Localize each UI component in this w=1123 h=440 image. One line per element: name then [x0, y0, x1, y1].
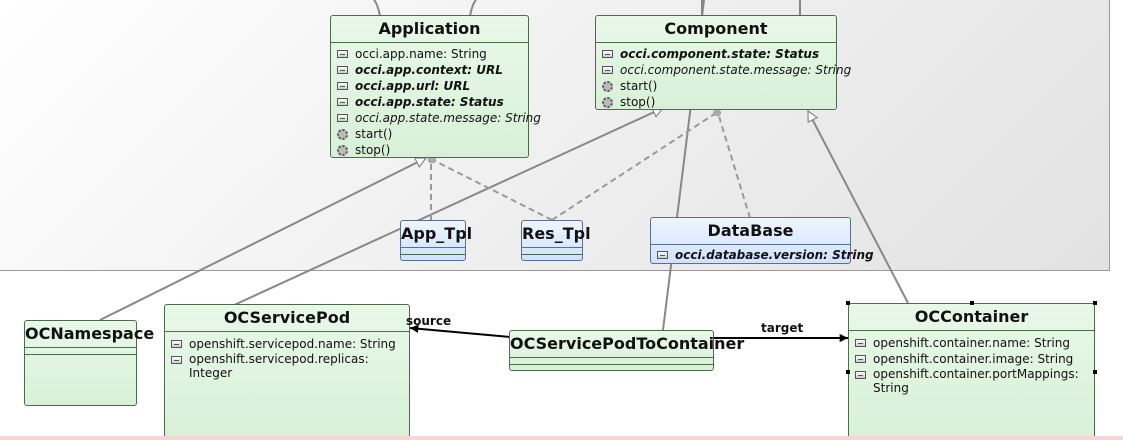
operation-row[interactable]: start() — [337, 126, 528, 142]
attribute-compartment — [25, 348, 136, 355]
gear-icon — [602, 97, 613, 108]
mixin-res-tpl[interactable]: Res_Tpl — [521, 220, 591, 261]
attribute-row[interactable]: occi.app.state: Status — [337, 94, 528, 110]
resize-handle[interactable] — [846, 370, 850, 374]
attribute-icon — [337, 66, 348, 74]
edge-application-top-right — [469, 0, 477, 17]
attribute-row[interactable]: occi.database.version: String — [657, 247, 874, 263]
dep-restpl-component — [551, 109, 720, 221]
resize-handle[interactable] — [1093, 370, 1097, 374]
attribute-icon — [855, 339, 866, 347]
attribute-row[interactable]: openshift.container.image: String — [855, 351, 1094, 367]
operation-row[interactable]: start() — [602, 78, 836, 94]
class-title: App_Tpl — [401, 221, 472, 248]
attribute-row[interactable]: occi.component.state.message: String — [602, 62, 851, 78]
operation-row[interactable]: stop() — [602, 94, 836, 110]
attribute-row[interactable]: openshift.servicepod.name: String — [171, 336, 409, 352]
operation-row[interactable]: stop() — [337, 142, 528, 158]
edge-label-target: target — [761, 321, 804, 335]
attribute-row[interactable]: openshift.container.portMappings: String — [855, 367, 1094, 395]
gen-ocnamespace-application — [99, 157, 426, 321]
attribute-icon — [855, 355, 866, 363]
class-ocservicepodtocontainer[interactable]: OCServicePodToContainer — [509, 330, 744, 371]
attribute-compartment — [522, 248, 582, 255]
class-title: OCServicePodToContainer — [510, 331, 744, 358]
attribute-icon — [171, 340, 182, 348]
gear-icon — [602, 81, 613, 92]
class-title: OCServicePod — [165, 305, 409, 332]
resize-handle[interactable] — [970, 301, 974, 305]
attribute-icon — [602, 66, 613, 74]
class-title: DataBase — [651, 218, 850, 245]
class-title: Res_Tpl — [522, 221, 591, 248]
class-title: OCNamespace — [25, 321, 154, 348]
class-ocnamespace[interactable]: OCNamespace — [24, 320, 154, 406]
attribute-row[interactable]: occi.app.url: URL — [337, 78, 528, 94]
class-occontainer[interactable]: OCContainer openshift.container.name: St… — [848, 303, 1095, 440]
attribute-icon — [337, 82, 348, 90]
resize-handle[interactable] — [846, 301, 850, 305]
attribute-compartment — [401, 248, 465, 255]
gear-icon — [337, 129, 348, 140]
attribute-icon — [337, 114, 348, 122]
attribute-row[interactable]: occi.component.state: Status — [602, 46, 836, 62]
class-title: Component — [596, 16, 836, 43]
gear-icon — [337, 145, 348, 156]
gen-ocservicepod-component — [231, 108, 663, 307]
class-title: Application — [331, 16, 528, 43]
mixin-database[interactable]: DataBase occi.database.version: String — [650, 217, 874, 264]
attribute-icon — [337, 98, 348, 106]
dep-database-component — [714, 109, 751, 219]
gen-occontainer-component — [807, 111, 909, 304]
attribute-icon — [855, 371, 866, 379]
attribute-row[interactable]: occi.app.state.message: String — [337, 110, 541, 126]
attribute-icon — [657, 251, 668, 259]
attribute-row[interactable]: openshift.servicepod.replicas: Integer — [171, 352, 409, 380]
class-title: OCContainer — [849, 304, 1094, 331]
attribute-row[interactable]: occi.app.context: URL — [337, 62, 528, 78]
attribute-compartment — [510, 358, 713, 365]
dep-restpl-application — [429, 156, 553, 221]
attribute-row[interactable]: occi.app.name: String — [337, 46, 528, 62]
source-edge — [409, 324, 511, 338]
edge-label-source: source — [406, 314, 452, 328]
attribute-icon — [602, 50, 613, 58]
edge-application-top-left — [373, 0, 381, 17]
mixin-app-tpl[interactable]: App_Tpl — [400, 220, 472, 261]
canvas-bottom-edge — [0, 436, 1123, 440]
attribute-row[interactable]: openshift.container.name: String — [855, 335, 1094, 351]
class-application[interactable]: Application occi.app.name: String occi.a… — [330, 15, 541, 158]
class-component[interactable]: Component occi.component.state: Status o… — [595, 15, 851, 110]
resize-handle[interactable] — [1093, 301, 1097, 305]
attribute-icon — [337, 50, 348, 58]
attribute-icon — [171, 356, 182, 364]
class-ocservicepod[interactable]: OCServicePod openshift.servicepod.name: … — [164, 304, 410, 438]
